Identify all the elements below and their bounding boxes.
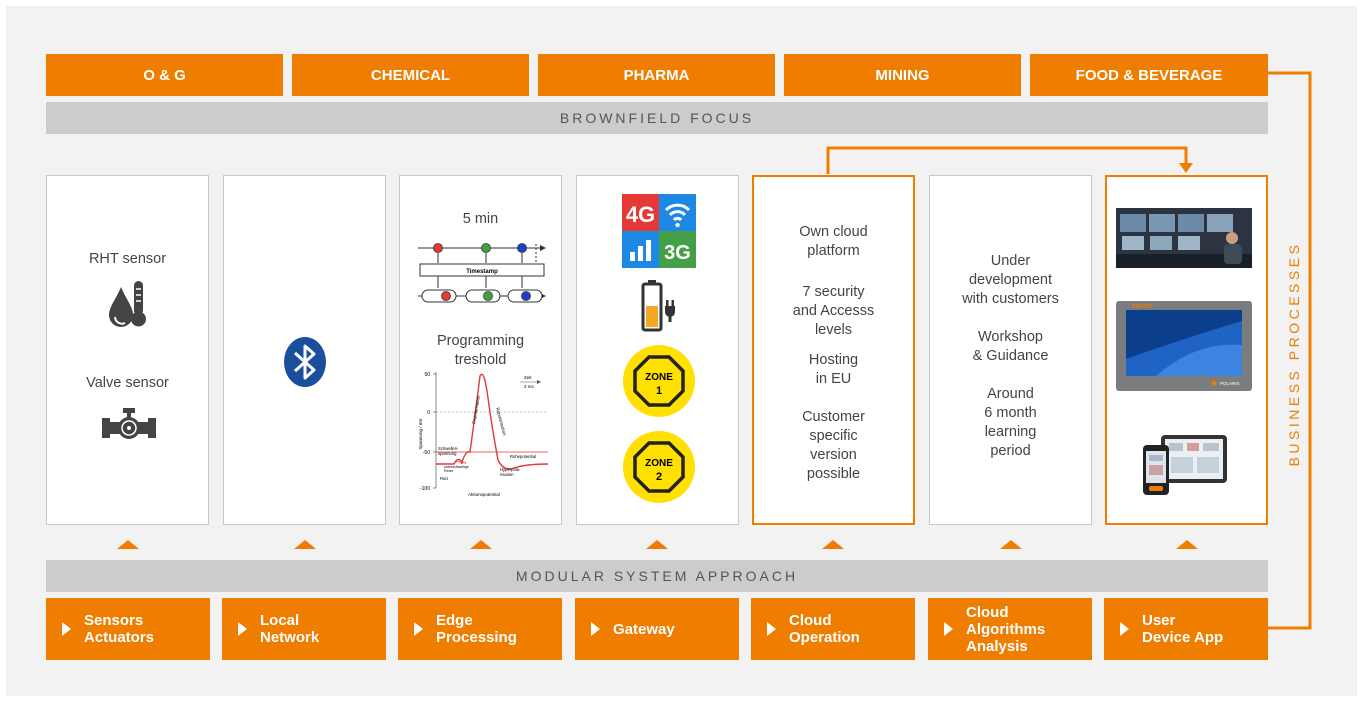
industry-pharma: PHARMA: [538, 54, 775, 96]
zone-2-number: 2: [656, 471, 662, 483]
development-text: Under development with customers: [962, 253, 1059, 307]
play-arrow-icon: [944, 622, 953, 636]
industry-oil-gas: O & G: [46, 54, 283, 96]
up-arrow-cloud-algorithms: [1000, 540, 1022, 549]
panel-edge-processing: 5 min Timestamp Programming treshold 50 …: [399, 175, 562, 525]
module-label: Cloud Algorithms Analysis: [966, 603, 1046, 655]
y-axis-label: Spannung / mV: [418, 418, 423, 449]
cellular-wifi-icon: 4G 3G: [622, 194, 696, 268]
cloud-platform-text: Own cloud platform: [799, 224, 868, 259]
3g-label: 3G: [664, 242, 691, 264]
zone-2-word: ZONE: [645, 458, 673, 469]
action-potential-caption: Aktionspotential: [468, 492, 500, 497]
valve-sensor-label: Valve sensor: [86, 375, 169, 391]
play-arrow-icon: [767, 622, 776, 636]
threshold-label: Schwellen-spannung: [438, 446, 459, 456]
up-arrow-cloud-operation: [822, 540, 844, 549]
module-label: Gateway: [613, 620, 675, 638]
brownfield-focus-band: BROWNFIELD FOCUS: [46, 102, 1268, 134]
customer-version-text: Customer specific version possible: [802, 409, 865, 482]
module-label: Sensors Actuators: [84, 612, 155, 646]
zone-1-word: ZONE: [645, 372, 673, 383]
atex-zone-1-icon: ZONE 1: [623, 345, 695, 417]
y-tick-minus-100: -100: [420, 486, 430, 492]
play-arrow-icon: [414, 622, 423, 636]
module-edge-processing: Edge Processing: [398, 598, 562, 660]
panel-cloud-algorithms: Under development with customers Worksho…: [929, 175, 1092, 525]
module-local-network: Local Network: [222, 598, 386, 660]
learning-period-text: Around 6 month learning period: [984, 386, 1037, 459]
module-cloud-operation: Cloud Operation: [751, 598, 915, 660]
atex-zone-2-icon: ZONE 2: [623, 431, 695, 503]
panel-user-device: BARTEC POLARIS: [1105, 175, 1268, 525]
panel-sensors: RHT sensor Valve sensor: [46, 175, 209, 525]
play-arrow-icon: [1120, 622, 1129, 636]
play-arrow-icon: [238, 622, 247, 636]
module-user-device-app: User Device App: [1104, 598, 1268, 660]
depolarisation-label: Depolarisation: [471, 394, 481, 424]
y-tick-0: 0: [427, 410, 430, 416]
timestamp-label: Timestamp: [466, 269, 498, 275]
up-arrow-local-network: [294, 540, 316, 549]
module-label: Local Network: [260, 612, 320, 646]
hyperpolarisation-label-line-2: risation: [500, 472, 514, 477]
bartec-brand-label: BARTEC: [1132, 304, 1153, 310]
polaris-brand-label: POLARIS: [1220, 381, 1240, 386]
industry-chemical: CHEMICAL: [292, 54, 529, 96]
industry-food-beverage: FOOD & BEVERAGE: [1030, 54, 1268, 96]
interval-label: 5 min: [462, 211, 499, 227]
battery-charging-icon: [641, 280, 675, 332]
panel-cloud-operation: Own cloud platform 7 security and Access…: [752, 175, 915, 525]
modular-system-band: MODULAR SYSTEM APPROACH: [46, 560, 1268, 592]
programming-threshold-label: Programming treshold: [436, 333, 525, 368]
y-tick-50: 50: [424, 372, 430, 378]
rht-sensor-label: RHT sensor: [88, 251, 167, 267]
stimulus-label: Reiz: [440, 476, 448, 481]
valve-icon: [102, 408, 156, 439]
y-tick-minus-50: -50: [423, 450, 430, 456]
humidity-temperature-icon: [109, 281, 146, 327]
up-arrow-sensors: [117, 540, 139, 549]
hosting-text: Hosting in EU: [808, 352, 859, 387]
panel-local-network: [223, 175, 386, 525]
module-gateway: Gateway: [575, 598, 739, 660]
windows-panel-pc-photo: BARTEC POLARIS: [1116, 301, 1252, 391]
workshop-text: Workshop & Guidance: [972, 329, 1049, 364]
security-levels-text: 7 security and Accesss levels: [792, 284, 875, 338]
tablet-smartphone-photo: [1143, 435, 1227, 495]
module-label: Cloud Operation: [789, 612, 860, 646]
business-processes-text: BUSINESS PROCESSES: [1286, 241, 1302, 467]
4g-label: 4G: [626, 202, 655, 227]
timestamp-sampling-diagram: Timestamp: [418, 243, 546, 303]
module-label: Edge Processing: [436, 612, 517, 646]
module-sensors-actuators: Sensors Actuators: [46, 598, 210, 660]
zone-1-number: 1: [656, 385, 662, 397]
bluetooth-icon: [284, 337, 326, 387]
time-axis-label: Zeit: [524, 375, 532, 380]
action-potential-chart: 50 0 -50 -100 Spannung / mV Zeit 2 ms De…: [418, 372, 549, 497]
threshold-label-line-2: spannung: [438, 451, 457, 456]
up-arrow-user-device: [1176, 540, 1198, 549]
hyperpolarisation-label: Hyperpola-risation: [500, 467, 521, 477]
module-label: User Device App: [1142, 612, 1224, 646]
repolarisation-label: Repolarisation: [495, 407, 507, 437]
resting-potential-label: Ruhepotential: [510, 454, 536, 459]
threshold-label-line-1: Schwellen-: [438, 446, 459, 451]
subthreshold-label-line-1: unterschwellige: [444, 465, 469, 469]
business-processes-label: BUSINESS PROCESSES: [1281, 229, 1307, 479]
module-cloud-algorithms: Cloud Algorithms Analysis: [928, 598, 1092, 660]
control-room-photo: [1116, 208, 1252, 268]
play-arrow-icon: [62, 622, 71, 636]
play-arrow-icon: [591, 622, 600, 636]
hyperpolarisation-label-line-1: Hyperpola-: [500, 467, 521, 472]
up-arrow-edge: [470, 540, 492, 549]
industry-mining: MINING: [784, 54, 1021, 96]
panel-gateway: 4G 3G ZONE 1 ZONE 2: [576, 175, 739, 525]
up-arrow-gateway: [646, 540, 668, 549]
time-scale-label: 2 ms: [524, 384, 535, 389]
subthreshold-label-line-2: Reize: [444, 469, 453, 473]
